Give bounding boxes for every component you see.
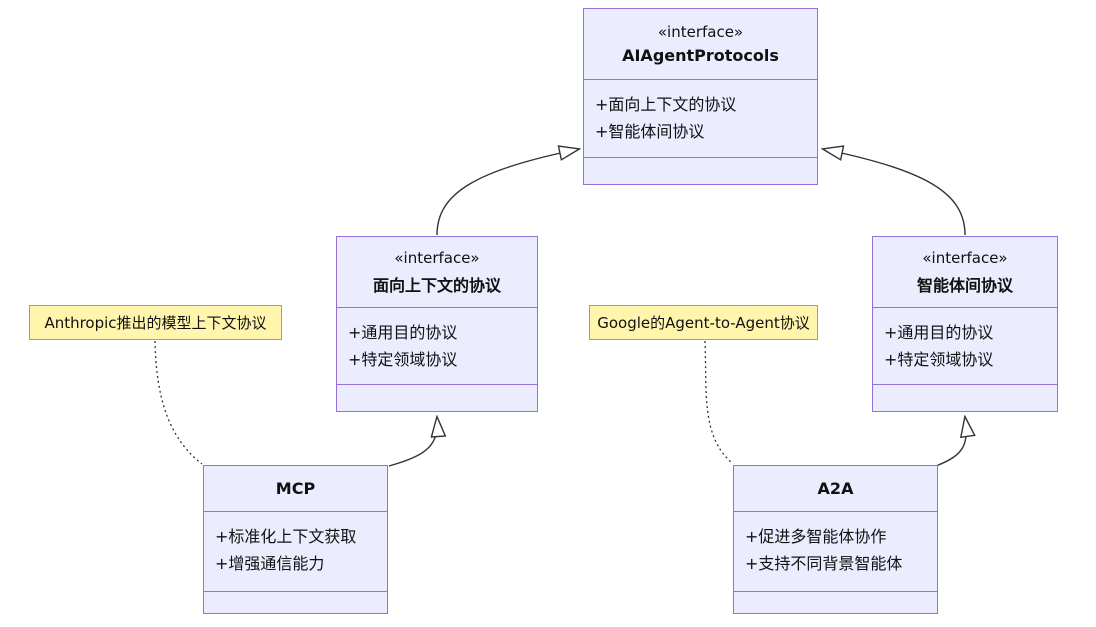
note-anthropic-mcp: Anthropic推出的模型上下文协议 <box>29 305 282 340</box>
class-attributes: +促进多智能体协作 +支持不同背景智能体 <box>734 512 937 592</box>
attribute: +标准化上下文获取 <box>215 527 357 546</box>
attribute: +特定领域协议 <box>884 350 994 369</box>
attribute: +通用目的协议 <box>348 323 458 342</box>
edge-note-to-a2a-dotted <box>704 340 733 464</box>
class-methods-empty <box>873 385 1057 411</box>
class-header: A2A <box>734 466 937 512</box>
class-box-a2a: A2A +促进多智能体协作 +支持不同背景智能体 <box>733 465 938 614</box>
class-attributes: +标准化上下文获取 +增强通信能力 <box>204 512 387 592</box>
class-title: 智能体间协议 <box>916 275 1013 295</box>
attribute: +智能体间协议 <box>595 122 705 141</box>
class-title: 面向上下文的协议 <box>372 275 501 295</box>
class-methods-empty <box>204 592 387 613</box>
class-box-context-protocol: «interface» 面向上下文的协议 +通用目的协议 +特定领域协议 <box>336 236 538 412</box>
edge-a2a-to-a2p-realization <box>935 417 966 467</box>
class-stereotype: «interface» <box>922 248 1008 267</box>
edge-a2p-to-ai-realization <box>823 149 966 236</box>
class-stereotype: «interface» <box>394 248 480 267</box>
attribute: +增强通信能力 <box>215 554 325 573</box>
class-box-aiagentprotocols: «interface» AIAgentProtocols +面向上下文的协议 +… <box>583 8 818 185</box>
class-attributes: +面向上下文的协议 +智能体间协议 <box>584 80 817 158</box>
class-header: «interface» 面向上下文的协议 <box>337 237 537 308</box>
edge-mcp-to-ctx-realization <box>388 417 437 467</box>
note-google-a2a: Google的Agent-to-Agent协议 <box>589 305 818 340</box>
class-methods-empty <box>337 385 537 411</box>
class-title: MCP <box>275 479 316 498</box>
class-attributes: +通用目的协议 +特定领域协议 <box>337 308 537 385</box>
attribute: +面向上下文的协议 <box>595 95 737 114</box>
class-methods-empty <box>734 592 937 613</box>
attribute: +促进多智能体协作 <box>745 527 887 546</box>
class-header: «interface» 智能体间协议 <box>873 237 1057 308</box>
edge-ctx-to-ai-realization <box>436 149 579 236</box>
class-box-agent-to-agent-protocol: «interface» 智能体间协议 +通用目的协议 +特定领域协议 <box>872 236 1058 412</box>
class-header: «interface» AIAgentProtocols <box>584 9 817 80</box>
class-header: MCP <box>204 466 387 512</box>
class-methods-empty <box>584 158 817 184</box>
class-stereotype: «interface» <box>657 23 744 41</box>
attribute: +支持不同背景智能体 <box>745 554 903 573</box>
attribute: +特定领域协议 <box>348 350 458 369</box>
class-attributes: +通用目的协议 +特定领域协议 <box>873 308 1057 385</box>
attribute: +通用目的协议 <box>884 323 994 342</box>
edge-note-to-mcp-dotted <box>154 340 203 465</box>
class-title: AIAgentProtocols <box>622 46 779 65</box>
class-box-mcp: MCP +标准化上下文获取 +增强通信能力 <box>203 465 388 614</box>
class-title: A2A <box>817 479 854 498</box>
